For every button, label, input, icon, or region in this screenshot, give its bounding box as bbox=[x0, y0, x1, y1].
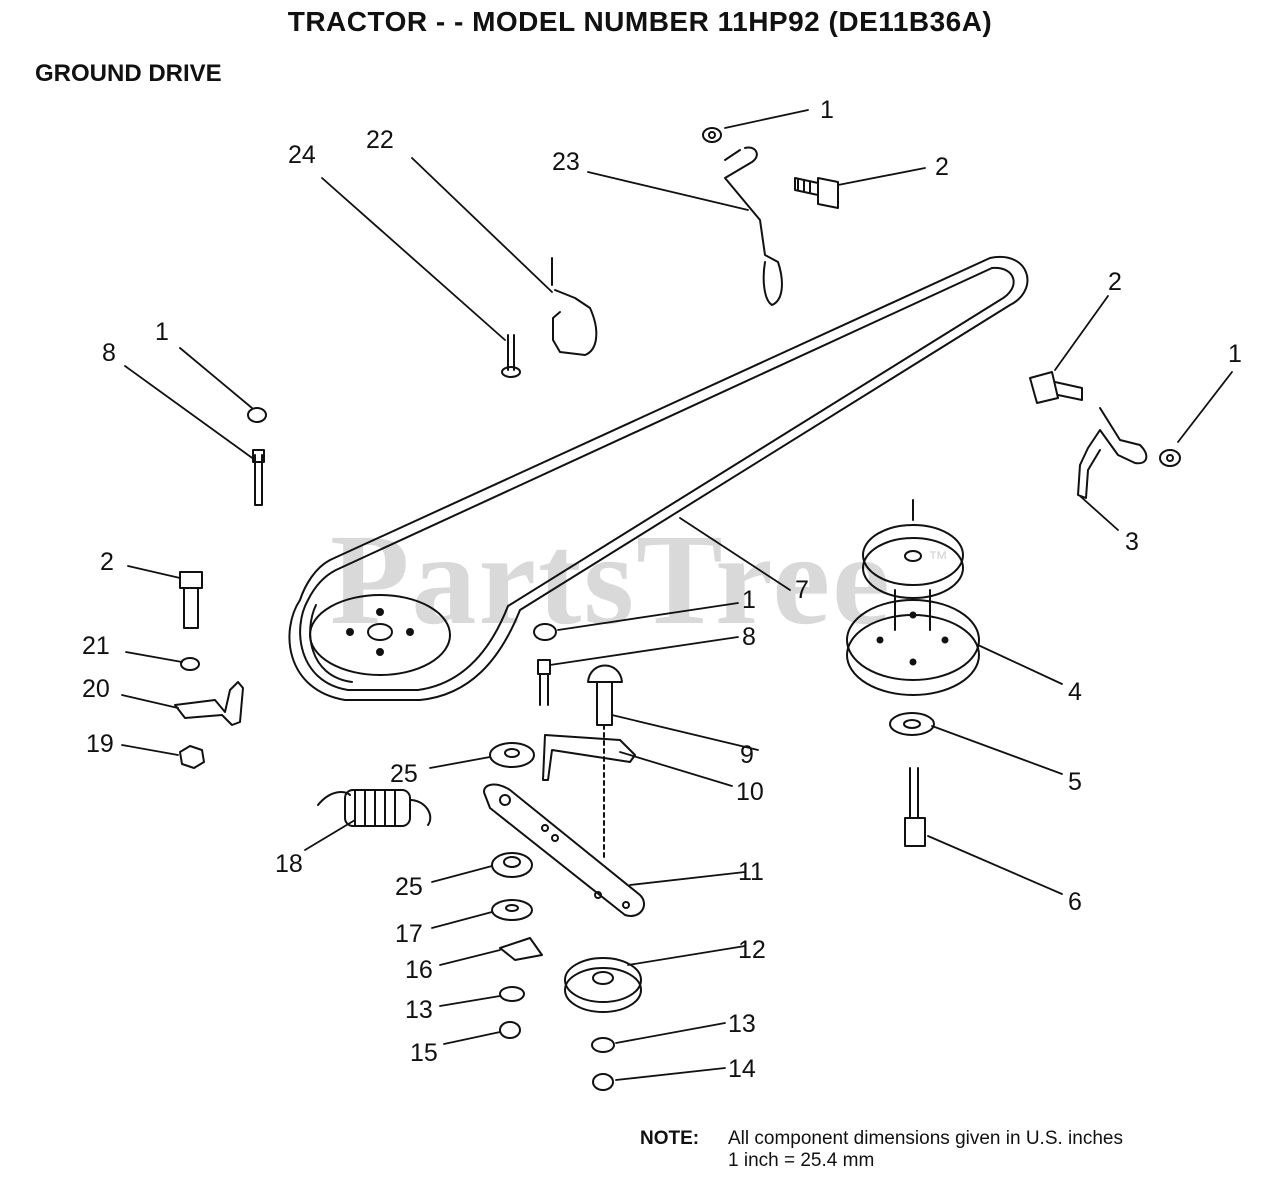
watermark: PartsTree bbox=[330, 508, 892, 652]
callout-18: 18 bbox=[275, 850, 303, 878]
drive-belt bbox=[288, 255, 1029, 701]
callout-9: 9 bbox=[740, 741, 754, 769]
callout-1a: 1 bbox=[820, 96, 834, 124]
stud-left bbox=[247, 407, 267, 506]
stud-center bbox=[537, 659, 551, 706]
watermark-trademark: ™ bbox=[928, 548, 948, 570]
washer-13-right bbox=[591, 1037, 615, 1053]
washer-5 bbox=[889, 712, 935, 736]
callout-24: 24 bbox=[288, 141, 316, 169]
callout-2c: 2 bbox=[100, 548, 114, 576]
bolt-right bbox=[1029, 371, 1083, 404]
note-label: NOTE: bbox=[640, 1128, 700, 1149]
callout-11: 11 bbox=[738, 858, 764, 886]
callout-10: 10 bbox=[736, 778, 764, 806]
diagram-title: TRACTOR - - MODEL NUMBER 11HP92 (DE11B36… bbox=[287, 6, 993, 37]
callout-numbers: 1 2 23 22 24 2 1 3 1 8 7 2 21 20 19 1 8 … bbox=[82, 96, 1242, 1083]
spacer-25-lower bbox=[491, 852, 533, 878]
callout-1b: 1 bbox=[1228, 340, 1242, 368]
callout-8b: 8 bbox=[742, 623, 756, 651]
part-22-belt-keeper bbox=[551, 257, 598, 356]
nut-15 bbox=[499, 1021, 521, 1039]
nut-right bbox=[1159, 449, 1181, 467]
callout-1d: 1 bbox=[742, 586, 756, 614]
washer-21 bbox=[180, 657, 200, 671]
note-line-1: All component dimensions given in U.S. i… bbox=[728, 1128, 1123, 1149]
nut-center bbox=[533, 623, 557, 641]
callout-2a: 2 bbox=[935, 153, 949, 181]
callout-17: 17 bbox=[395, 920, 423, 948]
nut-top bbox=[702, 127, 722, 143]
bolt-top bbox=[794, 177, 839, 209]
bracket-10 bbox=[542, 734, 636, 781]
idler-arm-11 bbox=[483, 783, 645, 917]
spring-18 bbox=[317, 789, 432, 827]
part-3-bracket-right bbox=[1077, 407, 1148, 499]
callout-5: 5 bbox=[1068, 768, 1082, 796]
callout-15: 15 bbox=[410, 1039, 438, 1067]
callout-13b: 13 bbox=[728, 1010, 756, 1038]
callout-6: 6 bbox=[1068, 888, 1082, 916]
callout-20: 20 bbox=[82, 675, 110, 703]
part-24-screw bbox=[501, 334, 521, 378]
callout-1c: 1 bbox=[155, 318, 169, 346]
callout-7: 7 bbox=[795, 576, 809, 604]
callout-16: 16 bbox=[405, 956, 433, 984]
bolt-left bbox=[179, 571, 203, 629]
callout-23: 23 bbox=[552, 148, 580, 176]
part-4-double-pulley bbox=[846, 499, 980, 696]
callout-14: 14 bbox=[728, 1055, 756, 1083]
callout-3: 3 bbox=[1125, 528, 1139, 556]
part-23-belt-guide bbox=[724, 146, 783, 306]
callout-22: 22 bbox=[366, 126, 394, 154]
callout-19: 19 bbox=[86, 730, 114, 758]
callout-2b: 2 bbox=[1108, 268, 1122, 296]
callout-13a: 13 bbox=[405, 996, 433, 1024]
engine-pulley bbox=[309, 594, 451, 676]
nut-19 bbox=[179, 745, 205, 769]
bolt-6 bbox=[904, 767, 926, 847]
washer-17 bbox=[491, 899, 533, 921]
callout-25b: 25 bbox=[395, 873, 423, 901]
section-title: GROUND DRIVE bbox=[35, 60, 222, 87]
note-line-2: 1 inch = 25.4 mm bbox=[728, 1150, 875, 1171]
callout-8a: 8 bbox=[102, 339, 116, 367]
dimension-note: NOTE: All component dimensions given in U… bbox=[640, 1128, 1123, 1172]
clip-16 bbox=[499, 937, 543, 961]
nut-14 bbox=[592, 1073, 614, 1091]
callout-12: 12 bbox=[738, 936, 766, 964]
washer-13-left bbox=[499, 986, 525, 1002]
spacer-25-upper bbox=[489, 742, 535, 768]
callout-25a: 25 bbox=[390, 760, 418, 788]
callout-4: 4 bbox=[1068, 678, 1082, 706]
idler-pulley-12 bbox=[564, 957, 642, 1013]
bracket-20 bbox=[174, 681, 244, 726]
callout-21: 21 bbox=[82, 632, 110, 660]
bolt-9 bbox=[587, 664, 623, 861]
leader-lines bbox=[121, 109, 1233, 1081]
